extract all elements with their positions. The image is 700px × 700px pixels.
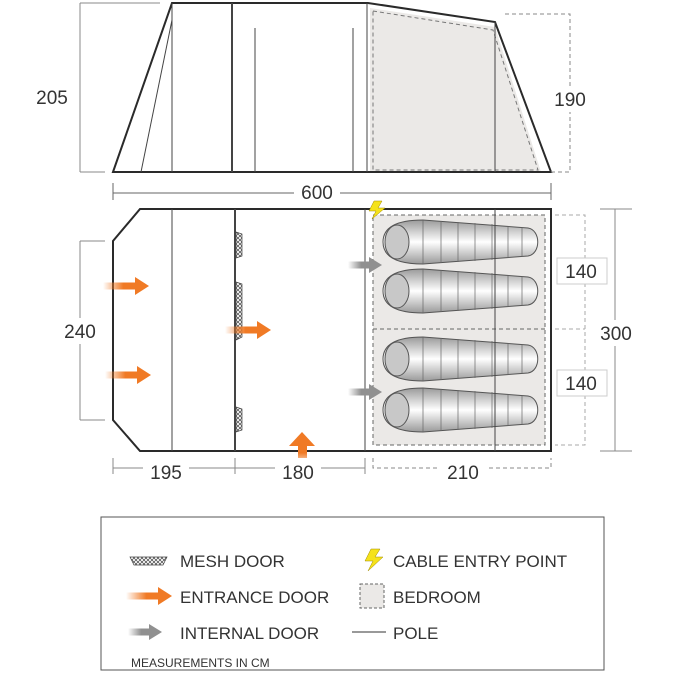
bedroom-width-label-2: 140 <box>565 374 597 395</box>
cable-entry-icon <box>368 200 386 220</box>
legend-internal-door: INTERNAL DOOR <box>180 624 319 643</box>
legend-bedroom: BEDROOM <box>393 588 481 607</box>
legend-entrance-door: ENTRANCE DOOR <box>180 588 329 607</box>
total-width-label: 300 <box>600 324 632 345</box>
measurements-note: MEASUREMENTS IN CM <box>131 656 270 670</box>
section-length-3: 210 <box>447 463 479 484</box>
bedroom-swatch-icon <box>359 583 385 609</box>
length-label: 600 <box>301 183 333 204</box>
section-length-2: 180 <box>282 463 314 484</box>
lightning-bolt-icon <box>364 548 384 572</box>
bedroom-height-label: 190 <box>554 90 586 111</box>
legend-mesh-door: MESH DOOR <box>180 552 285 571</box>
height-label: 205 <box>36 88 68 109</box>
entrance-arrows <box>103 277 315 466</box>
section-length-1: 195 <box>150 463 182 484</box>
mesh-door-icon <box>129 556 168 566</box>
plan-view: 240 140 140 300 195 180 210 <box>55 200 640 484</box>
mesh-doors <box>235 231 243 433</box>
bedroom-width-label-1: 140 <box>565 262 597 283</box>
width-label: 240 <box>64 322 96 343</box>
legend-pole: POLE <box>393 624 438 643</box>
legend-cable-entry: CABLE ENTRY POINT <box>393 552 567 571</box>
side-view: 205 190 600 <box>28 2 594 204</box>
legend: MESH DOOR CABLE ENTRY POINT ENTRANCE DOO… <box>100 516 605 671</box>
bedroom-area <box>372 214 546 446</box>
